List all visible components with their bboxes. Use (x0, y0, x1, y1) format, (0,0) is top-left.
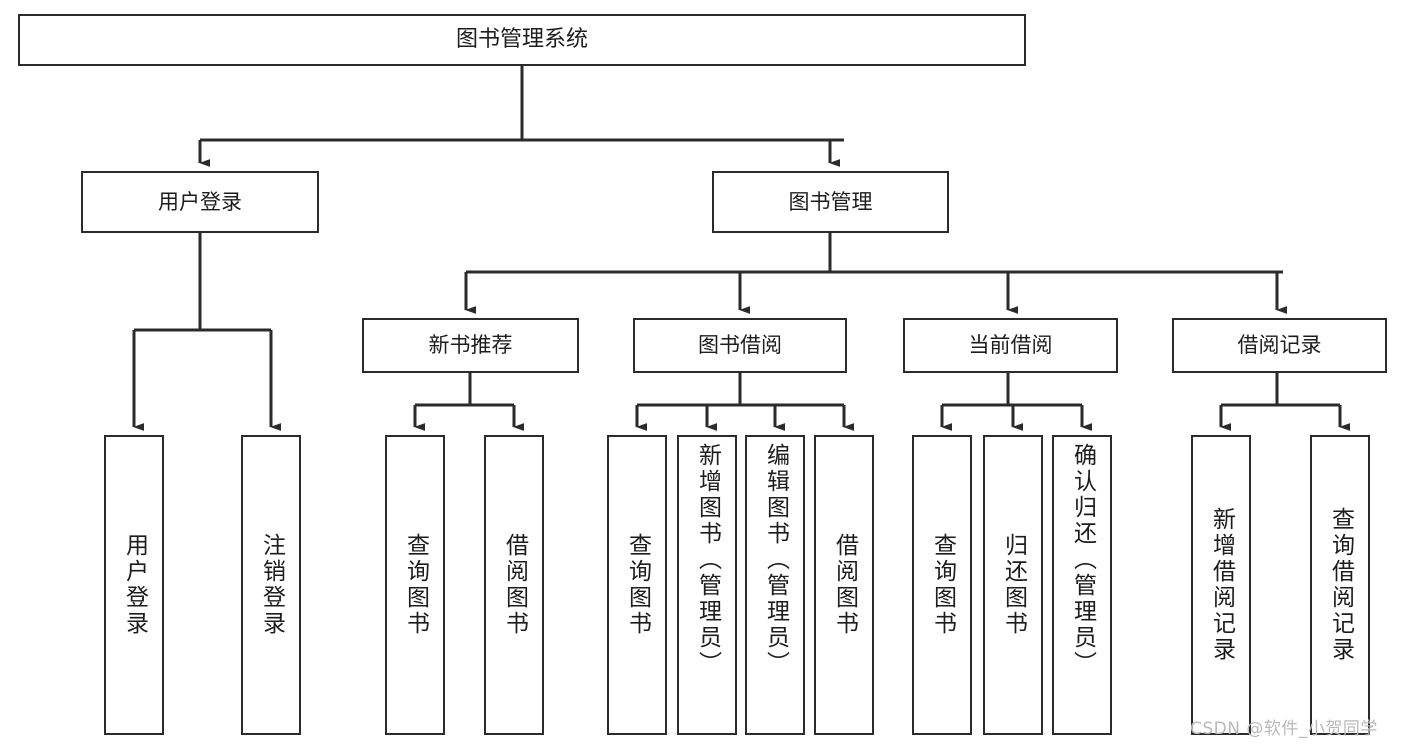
node-label: 查询借阅记录 (1327, 507, 1354, 663)
node-label: 用户登录 (158, 189, 242, 214)
node-label: 查询图书 (402, 533, 429, 637)
node-label: 当前借阅 (968, 333, 1053, 358)
node-label: 图书借阅 (698, 333, 782, 358)
node-leaf-user-login[interactable]: 用户登录 (104, 435, 164, 735)
node-leaf-add-record[interactable]: 新增借阅记录 (1191, 435, 1251, 735)
node-new-book-rec[interactable]: 新书推荐 (362, 318, 579, 373)
node-label: 编辑图书（管理员） (762, 443, 789, 677)
node-label: 用户登录 (121, 533, 148, 637)
node-label: 新增借阅记录 (1208, 507, 1235, 663)
node-label: 图书管理系统 (455, 27, 588, 53)
node-label: 借阅图书 (831, 533, 858, 637)
node-leaf-return-book[interactable]: 归还图书 (983, 435, 1043, 735)
node-leaf-query-record[interactable]: 查询借阅记录 (1310, 435, 1370, 735)
node-leaf-confirm-return[interactable]: 确认归还（管理员） (1052, 435, 1112, 735)
node-label: 注销登录 (258, 533, 285, 637)
node-current-borrow[interactable]: 当前借阅 (903, 318, 1118, 373)
node-label: 借阅记录 (1237, 333, 1322, 358)
node-label: 图书管理 (788, 189, 873, 214)
node-book-borrow[interactable]: 图书借阅 (633, 318, 847, 373)
node-leaf-edit-book[interactable]: 编辑图书（管理员） (745, 435, 805, 735)
node-label: 新书推荐 (428, 333, 513, 358)
node-leaf-borrow-book-2[interactable]: 借阅图书 (814, 435, 874, 735)
node-book-manage[interactable]: 图书管理 (712, 171, 949, 233)
node-label: 查询图书 (624, 533, 651, 637)
node-leaf-add-book[interactable]: 新增图书（管理员） (677, 435, 737, 735)
node-leaf-logout[interactable]: 注销登录 (241, 435, 301, 735)
node-label: 确认归还（管理员） (1069, 443, 1096, 677)
node-leaf-query-book-2[interactable]: 查询图书 (607, 435, 667, 735)
node-leaf-query-book-1[interactable]: 查询图书 (385, 435, 445, 735)
node-label: 查询图书 (929, 533, 956, 637)
node-label: 借阅图书 (501, 533, 528, 637)
node-borrow-record[interactable]: 借阅记录 (1172, 318, 1387, 373)
node-root-system[interactable]: 图书管理系统 (18, 14, 1026, 66)
node-leaf-borrow-book-1[interactable]: 借阅图书 (484, 435, 544, 735)
node-user-login[interactable]: 用户登录 (81, 171, 319, 233)
node-leaf-query-book-3[interactable]: 查询图书 (912, 435, 972, 735)
node-label: 新增图书（管理员） (694, 443, 721, 677)
node-label: 归还图书 (1000, 533, 1027, 637)
